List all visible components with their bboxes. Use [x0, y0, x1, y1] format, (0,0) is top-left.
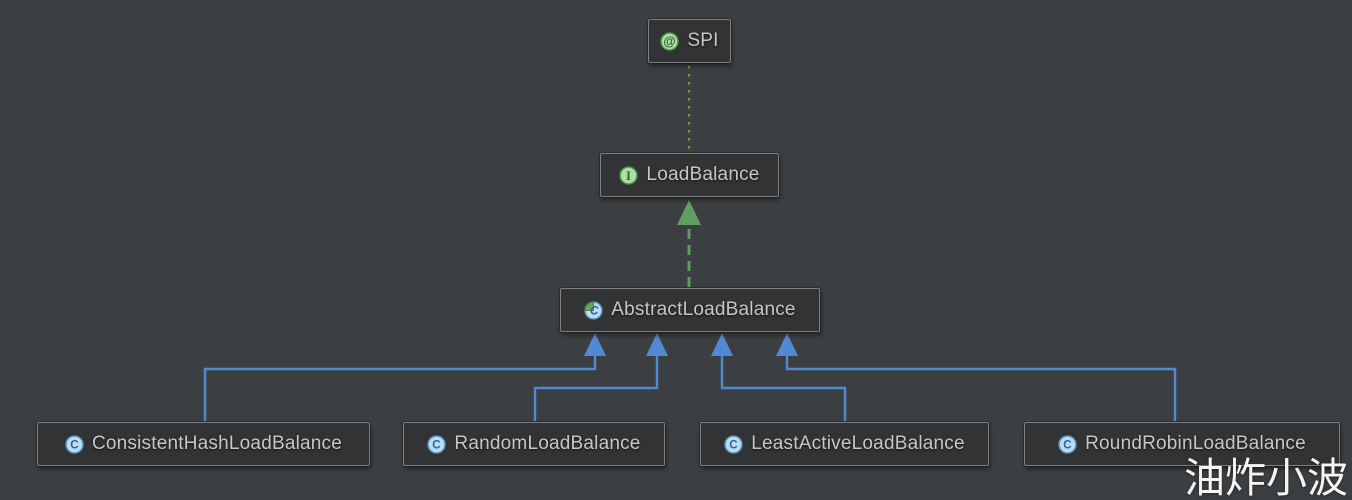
svg-text:C: C	[730, 438, 739, 451]
inheritance-arrowhead-3	[711, 333, 733, 356]
svg-text:@: @	[664, 34, 676, 48]
class-icon: C	[65, 434, 84, 454]
abstract-class-icon: C	[584, 300, 603, 320]
inheritance-arrowhead-1	[584, 333, 606, 356]
inheritance-edge-least-active	[720, 355, 847, 421]
node-label: RoundRobinLoadBalance	[1085, 433, 1306, 454]
node-label: SPI	[687, 30, 719, 51]
class-icon: C	[427, 434, 447, 454]
inheritance-edge-random	[533, 355, 659, 421]
inheritance-arrowhead-4	[776, 333, 798, 356]
node-round-robin-load-balance[interactable]: C RoundRobinLoadBalance	[1024, 422, 1340, 466]
realization-arrowhead	[677, 200, 701, 225]
inheritance-edge-consistent-hash	[203, 355, 597, 421]
node-random-load-balance[interactable]: C RandomLoadBalance	[403, 422, 665, 466]
node-abstract-load-balance[interactable]: C AbstractLoadBalance	[560, 288, 820, 332]
svg-text:C: C	[590, 304, 599, 317]
node-label: LeastActiveLoadBalance	[751, 433, 965, 454]
node-consistent-hash-load-balance[interactable]: C ConsistentHashLoadBalance	[37, 422, 370, 466]
svg-text:C: C	[1063, 438, 1072, 451]
svg-text:I: I	[626, 168, 631, 182]
interface-icon: I	[619, 165, 639, 185]
node-spi[interactable]: @ SPI	[648, 19, 731, 63]
class-icon: C	[724, 434, 743, 454]
inheritance-edge-round-robin	[785, 355, 1177, 421]
inheritance-arrowhead-2	[646, 333, 668, 356]
node-label: AbstractLoadBalance	[611, 299, 796, 320]
node-load-balance[interactable]: I LoadBalance	[600, 153, 779, 197]
watermark-text: 油炸小波	[1184, 455, 1348, 500]
node-label: RandomLoadBalance	[454, 433, 641, 454]
svg-text:C: C	[433, 438, 442, 451]
class-icon: C	[1058, 434, 1077, 454]
node-least-active-load-balance[interactable]: C LeastActiveLoadBalance	[700, 422, 989, 466]
node-label: LoadBalance	[646, 164, 760, 185]
svg-text:C: C	[70, 438, 79, 451]
annotation-icon: @	[660, 31, 680, 51]
node-label: ConsistentHashLoadBalance	[91, 433, 343, 454]
